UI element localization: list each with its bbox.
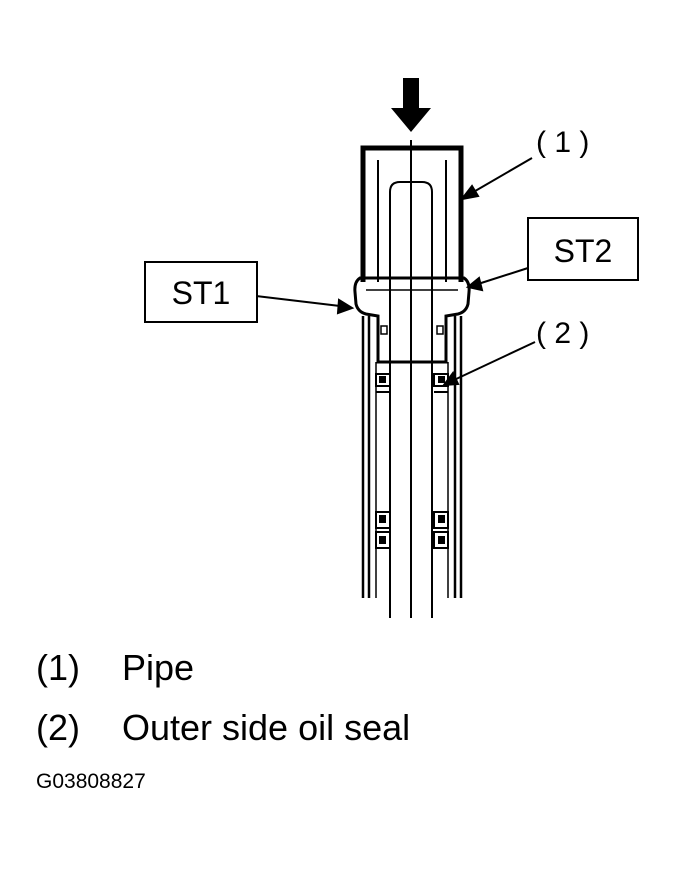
st1-label: ST1	[172, 275, 231, 311]
press-arrow	[391, 78, 431, 132]
oil-seal-installation-diagram: ST1 ST2 ( 1 ) ( 2 )	[144, 78, 639, 618]
st2-label-box	[527, 217, 639, 281]
legend-text: Pipe	[122, 647, 195, 688]
legend-item-pipe: (1) Pipe	[36, 648, 194, 688]
legend-text: Outer side oil seal	[122, 707, 411, 748]
inner-rod	[389, 181, 433, 618]
st1-label-box	[144, 261, 258, 323]
lower-seal	[375, 511, 449, 549]
figure-code: G03808827	[36, 770, 146, 793]
legend-item-oil-seal: (2) Outer side oil seal	[36, 708, 410, 748]
legend-number: (1)	[36, 647, 80, 688]
leader-lines	[255, 157, 536, 387]
callout-2: ( 2 )	[536, 317, 589, 350]
st2-label: ST2	[554, 233, 613, 269]
legend-number: (2)	[36, 707, 80, 748]
outer-body	[361, 316, 463, 598]
callout-1: ( 1 )	[536, 126, 589, 159]
pipe	[360, 145, 464, 282]
